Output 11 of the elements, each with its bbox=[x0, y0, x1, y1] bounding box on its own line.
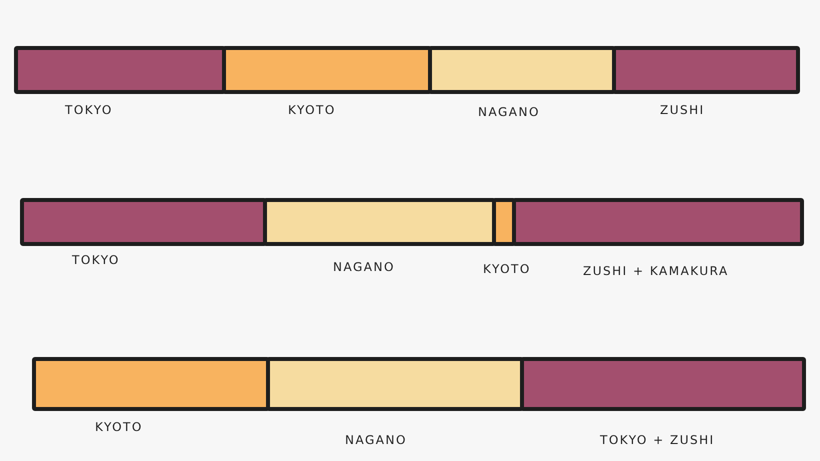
segment-label: TOKYO bbox=[72, 253, 120, 267]
segment-label: KYOTO bbox=[483, 262, 531, 276]
segment-label: NAGANO bbox=[478, 105, 540, 119]
segment-label: NAGANO bbox=[345, 433, 407, 447]
segment-label: TOKYO + ZUSHI bbox=[600, 433, 715, 447]
segment-label: ZUSHI bbox=[660, 103, 705, 117]
segment-label: TOKYO bbox=[65, 103, 113, 117]
segment-label: NAGANO bbox=[333, 260, 395, 274]
segment-label: KYOTO bbox=[288, 103, 336, 117]
segment-label: KYOTO bbox=[95, 420, 143, 434]
segment-label: ZUSHI + KAMAKURA bbox=[583, 264, 729, 278]
